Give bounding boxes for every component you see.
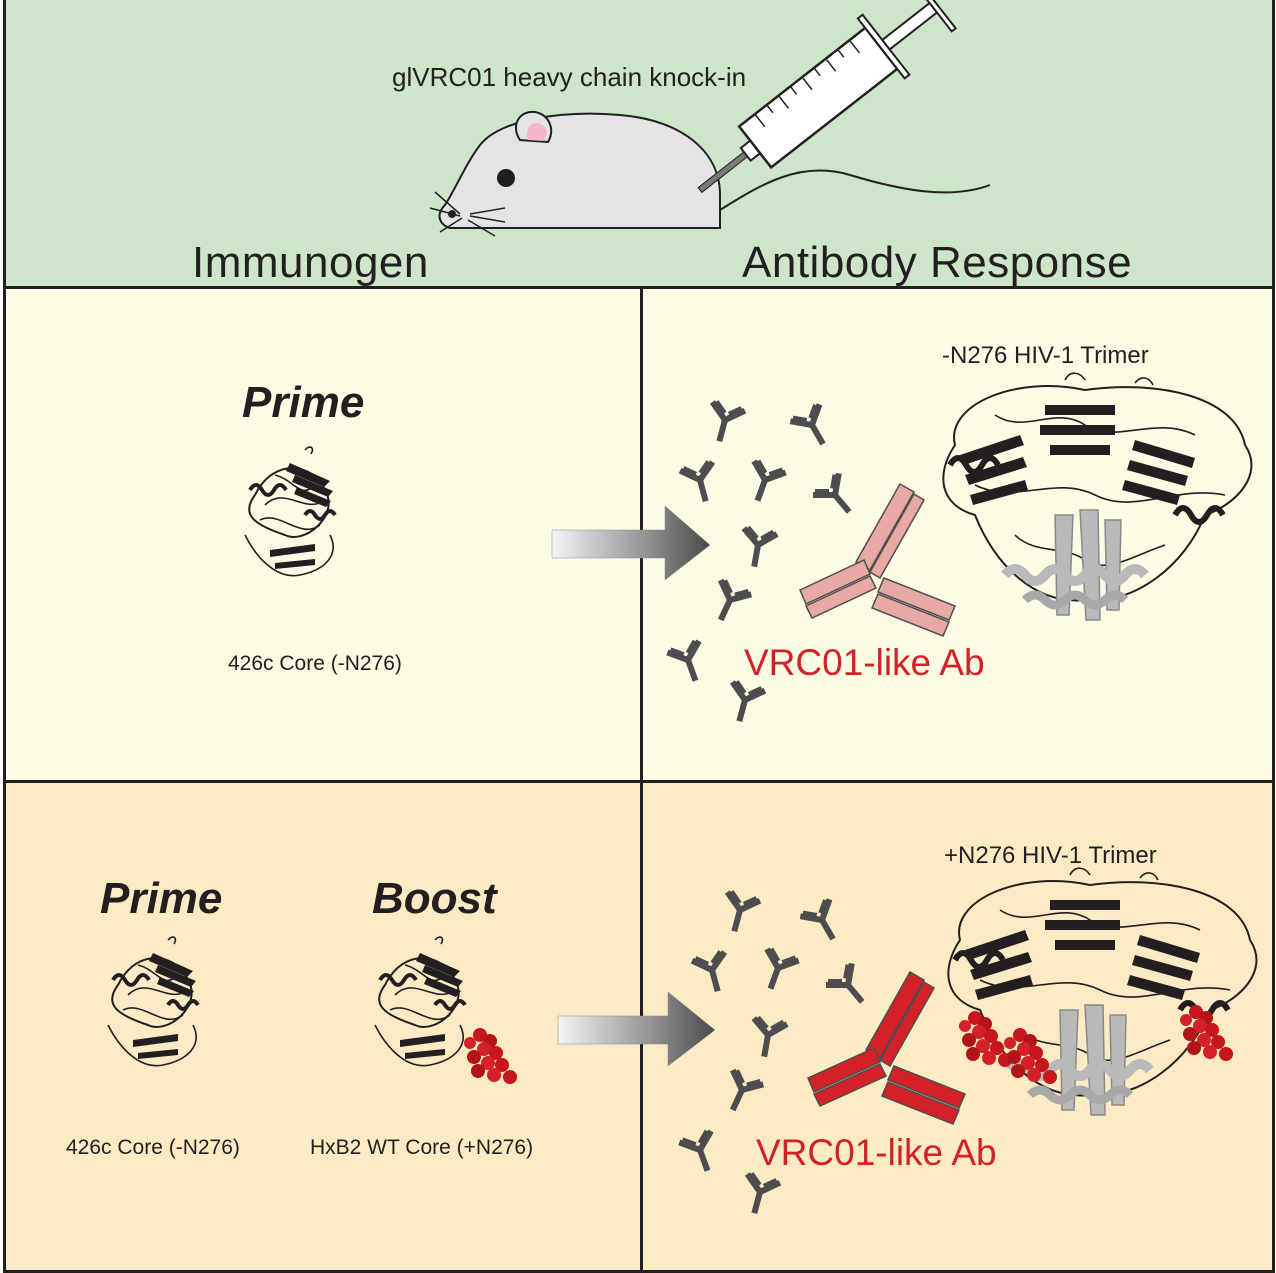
row1-immunogen-caption: 426c Core (-N276) (228, 652, 402, 675)
row1-trimer-structure (943, 373, 1251, 620)
mouse-illustration (429, 110, 991, 237)
row2-trimer-glycan-left (959, 1011, 1012, 1067)
row2-response-panel (640, 780, 1275, 1273)
row2-boost-caption: HxB2 WT Core (+N276) (310, 1136, 534, 1159)
row1-vrc01-label: VRC01-like Ab (744, 642, 985, 683)
row2-stage-prime: Prime (100, 874, 223, 923)
row2-boost-glycan (464, 1028, 517, 1084)
response-title: Antibody Response (742, 238, 1133, 287)
row1-trimer-label: -N276 HIV-1 Trimer (942, 342, 1149, 369)
row2-trimer-glycan-right (1180, 1005, 1233, 1061)
row2-vrc01-label: VRC01-like Ab (756, 1132, 997, 1173)
row1-stage-prime: Prime (242, 378, 365, 427)
row1-vrc01-antibody (799, 482, 956, 637)
row2-trimer-glycan-center (1004, 1028, 1057, 1084)
syringe-illustration (697, 0, 958, 194)
row2-trimer-label: +N276 HIV-1 Trimer (944, 842, 1157, 869)
row1-arrow (551, 505, 711, 581)
row2-prime-core-structure (106, 935, 200, 1068)
row2-boost-core-structure (373, 935, 467, 1068)
row2-stage-boost: Boost (372, 874, 497, 923)
row2-trimer-structure (948, 868, 1256, 1115)
row1-core-structure (243, 445, 337, 578)
row2-prime-caption: 426c Core (-N276) (66, 1136, 240, 1159)
immunogen-title: Immunogen (192, 238, 429, 287)
mouse-label: glVRC01 heavy chain knock-in (392, 62, 747, 92)
row2-vrc01-antibody (807, 970, 966, 1125)
row1-immunogen-panel (3, 286, 643, 783)
row2-arrow (557, 991, 716, 1067)
row2-immunogen-panel (3, 780, 643, 1273)
